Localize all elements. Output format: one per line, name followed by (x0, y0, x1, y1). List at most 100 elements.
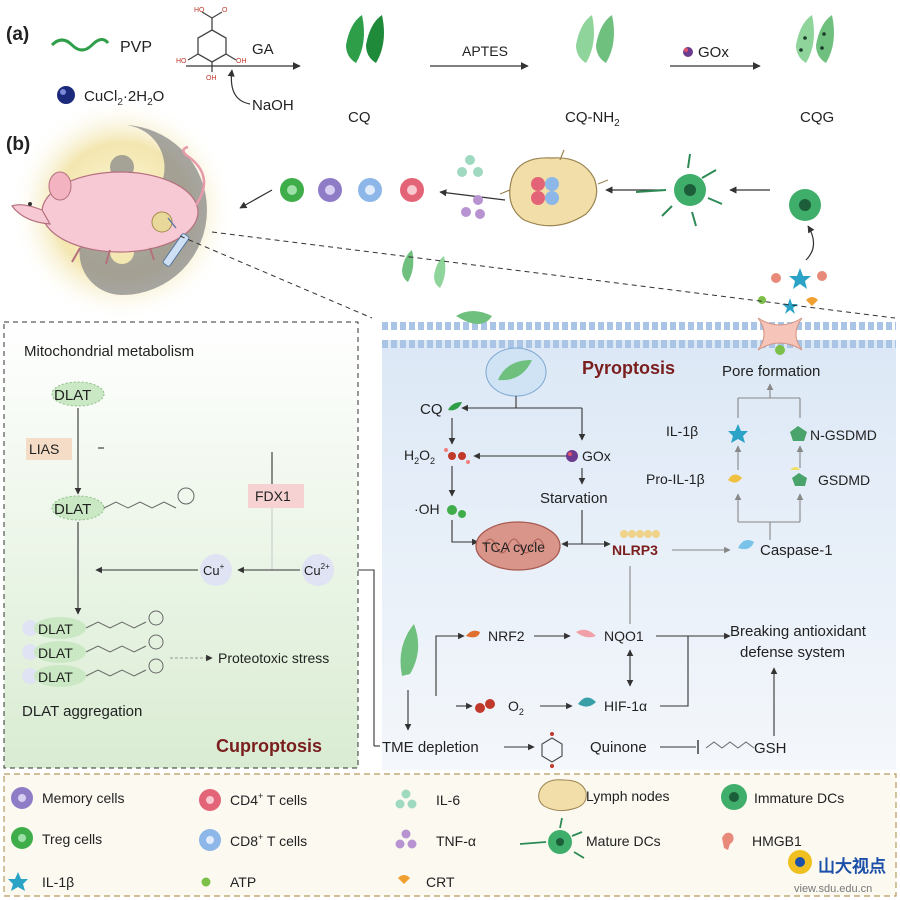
gsh-label: GSH (754, 740, 787, 757)
il1b-label: IL-1β (666, 423, 698, 439)
damp-to-dc-arrow (805, 225, 815, 261)
legend-item-lymph-nodes: Lymph nodes (538, 779, 670, 812)
h2o2-label: H2O2 (404, 447, 435, 466)
nlrp3-icon (620, 530, 660, 538)
legend-item-memory-cells: Memory cells (11, 787, 124, 809)
cqg-particle-icon (400, 624, 419, 676)
nlrp3-label: NLRP3 (612, 542, 658, 558)
naoh-label: NaOH (252, 97, 294, 114)
cu2-ion-icon (302, 554, 334, 586)
lymph-node-icon (499, 149, 609, 227)
lymph-to-cells-arrow (439, 189, 506, 201)
cell-membrane (382, 322, 896, 348)
dlat-label-3: DLAT (38, 621, 73, 637)
legend-item-immature-dcs: Immature DCs (721, 784, 844, 810)
cd4-t-cell-icon (400, 178, 424, 202)
svg-text:IL-6: IL-6 (436, 792, 460, 808)
hif1a-icon (578, 697, 596, 707)
syringe-icon (162, 217, 190, 267)
zoom-line-left (179, 235, 373, 319)
svg-text:HMGB1: HMGB1 (752, 833, 802, 849)
pyroptosis-region: Pore formation Pyroptosis CQ H2O2 GOx St… (347, 311, 896, 770)
gsdmd-pore-icon (757, 317, 803, 355)
svg-text:CRT: CRT (426, 874, 455, 890)
gox-enzyme-icon (683, 47, 693, 57)
gallic-acid-structure-icon (187, 11, 237, 72)
svg-text:CD8+ T cells: CD8+ T cells (230, 832, 307, 849)
legend-item-cd4-t-cells: CD4+ T cells (199, 789, 307, 811)
breaking-defense-label-1: Breaking antioxidant (730, 623, 867, 640)
proteotoxic-stress-label: Proteotoxic stress (218, 650, 329, 666)
cqg-label: CQG (800, 109, 834, 126)
mitochondrion-icon (475, 521, 561, 571)
lias-badge (26, 438, 72, 460)
panel-b-top: (b) (6, 98, 896, 322)
n-gsdmd-icon (790, 426, 807, 441)
svg-text:Immature DCs: Immature DCs (754, 790, 844, 806)
hydroxyl-radical-icon (447, 505, 466, 518)
gox-label-b: GOx (582, 448, 611, 464)
caspase1-label: Caspase-1 (760, 542, 833, 559)
copper-sphere-icon (57, 86, 75, 104)
cq-leaf-icon (346, 15, 384, 63)
legend-item-il6: IL-6 (395, 789, 460, 809)
n-gsdmd-label: N-GSDMD (810, 427, 877, 443)
svg-text:OH: OH (236, 58, 247, 65)
dlat-label-5: DLAT (38, 669, 73, 685)
zoom-line-right (211, 231, 896, 319)
h2o2-molecule-icon (444, 448, 470, 464)
endocytosis-vesicle-icon (485, 347, 547, 397)
immature-dc-icon (789, 189, 821, 221)
nrf2-label: NRF2 (488, 628, 525, 644)
pvp-icon (50, 38, 110, 52)
pyroptosis-title: Pyroptosis (582, 358, 675, 378)
o2-label: O2 (508, 698, 524, 717)
cuproptosis-title: Cuproptosis (216, 736, 322, 756)
pore-formation-label: Pore formation (722, 363, 820, 380)
gsh-structure-icon (705, 741, 755, 749)
svg-text:Lymph nodes: Lymph nodes (586, 788, 670, 804)
nqo1-label: NQO1 (604, 628, 644, 644)
svg-text:OH: OH (206, 75, 217, 82)
legend-item-crt: CRT (398, 874, 455, 890)
legend-border (3, 773, 897, 897)
memory-cell-icon (318, 178, 342, 202)
panel-b-label: (b) (6, 134, 30, 155)
legend-item-cd8-t-cells: CD8+ T cells (199, 829, 307, 851)
cu-plus-label: Cu+ (203, 562, 225, 578)
svg-text:HO: HO (176, 58, 187, 65)
dlat-bubble (51, 381, 105, 407)
legend-item-il1b: IL-1β (8, 872, 74, 891)
dlat-label-2: DLAT (54, 501, 91, 518)
cu2-label: Cu2+ (304, 562, 330, 578)
panel-a-label: (a) (6, 24, 29, 45)
gsdmd-icon (792, 473, 807, 486)
watermark: 山大视点 view.sdu.edu.cn (788, 850, 886, 895)
gox-enzyme-icon (566, 450, 578, 462)
legend-item-mature-dcs: Mature DCs (519, 817, 661, 859)
cq-nh2-label: CQ-NH2 (565, 109, 620, 129)
watermark-url: view.sdu.edu.cn (794, 883, 872, 895)
legend-item-treg-cells: Treg cells (11, 827, 102, 849)
dlat-aggregation-label: DLAT aggregation (22, 703, 142, 720)
cq-leaf-small-icon (448, 402, 462, 411)
cqg-leaf-icon (796, 15, 834, 63)
gox-label: GOx (698, 44, 729, 61)
cq-label-b: CQ (420, 401, 443, 418)
watermark-cn-text: 山大视点 (818, 856, 886, 876)
ga-label: GA (252, 41, 274, 58)
cuproptosis-panel: Mitochondrial metabolism DLAT LIAS DLAT … (3, 321, 359, 769)
hydroxyl-radical-label: ·OH (414, 501, 440, 517)
svg-text:IL-1β: IL-1β (42, 874, 74, 890)
il6-cluster-icon (457, 155, 483, 177)
damp-release-icons (758, 268, 827, 314)
gsdmd-label: GSDMD (818, 472, 870, 488)
cd8-t-cell-icon (358, 178, 382, 202)
svg-text:O: O (222, 7, 228, 14)
quinone-label: Quinone (590, 739, 647, 756)
caspase1-icon (738, 540, 754, 550)
hif1a-label: HIF-1α (604, 698, 647, 714)
cu-plus-ion-icon (200, 554, 232, 586)
to-mouse-arrow (239, 189, 273, 209)
pvp-label: PVP (120, 39, 152, 56)
